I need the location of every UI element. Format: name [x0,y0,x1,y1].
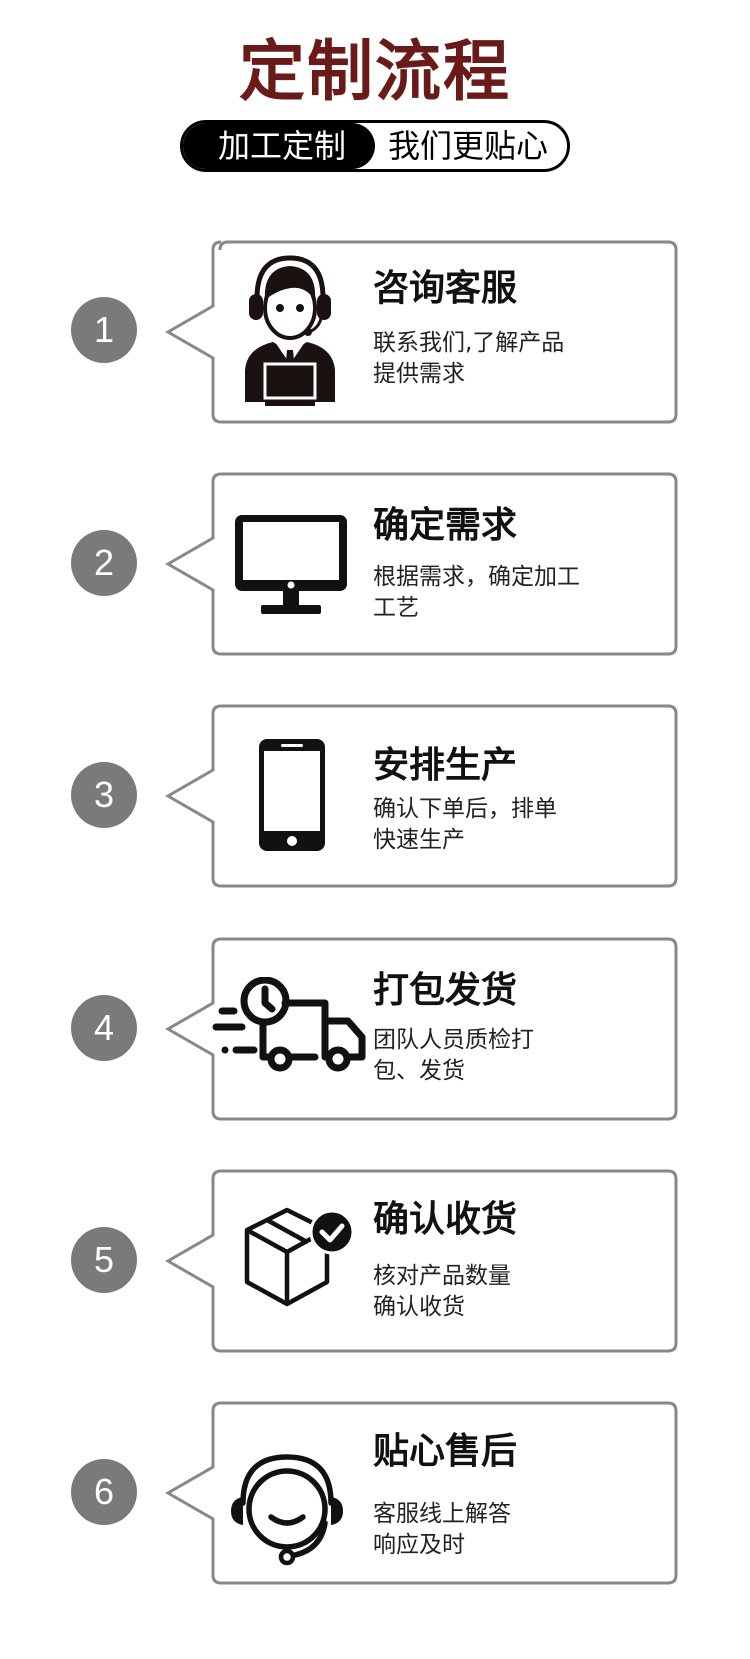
speech-bubble-card: 安排生产 确认下单后，排单 快速生产 [160,704,682,888]
smartphone-icon [259,739,325,851]
headset-support-icon [231,1454,343,1566]
customer-service-agent-icon [245,255,335,406]
step-title: 确定需求 [373,505,518,546]
step-description: 客服线上解答 响应及时 [373,1499,603,1561]
step-description-line: 团队人员质检打 [373,1027,534,1053]
pill-left-label: 加工定制 [183,123,375,169]
step-title: 贴心售后 [373,1431,518,1472]
bubble-frame [165,937,678,1121]
step-description-line: 根据需求，确定加工 [373,564,580,590]
step-description-line: 联系我们,了解产品 [373,330,565,356]
bubble-frame [165,1401,678,1585]
step-description-line: 响应及时 [373,1532,465,1558]
step-number-badge: 2 [71,530,137,596]
speech-bubble-card: 打包发货 团队人员质检打 包、发货 [160,937,682,1121]
step-description-line: 快速生产 [373,827,465,853]
step-number-badge: 4 [71,995,137,1061]
step-description: 团队人员质检打 包、发货 [373,1025,603,1087]
process-step-1: 1 咨询客服 联系我们,了解产品 提供需求 [0,240,750,424]
package-check-icon [244,1207,354,1307]
step-number-badge: 6 [71,1459,137,1525]
process-step-4: 4 打包发货 团队人员质检打 包、发货 [0,937,750,1121]
subtitle-pill: 加工定制 我们更贴心 [180,120,570,172]
speech-bubble-card: 咨询客服 联系我们,了解产品 提供需求 [160,240,682,424]
step-description-line: 确认下单后，排单 [373,796,557,822]
page-title: 定制流程 [239,33,511,110]
delivery-truck-clock-icon [212,977,366,1072]
step-description: 核对产品数量 确认收货 [373,1261,603,1323]
step-description-line: 核对产品数量 [373,1263,511,1289]
speech-bubble-card: 贴心售后 客服线上解答 响应及时 [160,1401,682,1585]
step-title: 确认收货 [373,1199,518,1240]
step-description-line: 客服线上解答 [373,1501,511,1527]
step-description: 确认下单后，排单 快速生产 [373,794,603,856]
process-step-6: 6 贴心售后 客服线上解答 响应及时 [0,1401,750,1585]
step-description-line: 包、发货 [373,1058,465,1084]
speech-bubble-card: 确定需求 根据需求，确定加工 工艺 [160,472,682,656]
step-number-badge: 5 [71,1227,137,1293]
process-step-5: 5 确认收货 核对产品数量 确认收货 [0,1169,750,1353]
step-number-badge: 1 [71,297,137,363]
step-description-line: 提供需求 [373,361,465,387]
process-step-2: 2 确定需求 根据需求，确定加工 工艺 [0,472,750,656]
step-description: 联系我们,了解产品 提供需求 [373,328,603,390]
speech-bubble-card: 确认收货 核对产品数量 确认收货 [160,1169,682,1353]
step-title: 咨询客服 [373,268,518,309]
step-description-line: 工艺 [373,595,419,621]
step-description-line: 确认收货 [373,1294,465,1320]
monitor-icon [235,515,347,614]
step-title: 打包发货 [373,970,518,1011]
process-step-3: 3 安排生产 确认下单后，排单 快速生产 [0,704,750,888]
pill-right-label: 我们更贴心 [387,127,548,165]
step-number-badge: 3 [71,762,137,828]
step-title: 安排生产 [373,745,518,786]
step-description: 根据需求，确定加工 工艺 [373,562,603,624]
